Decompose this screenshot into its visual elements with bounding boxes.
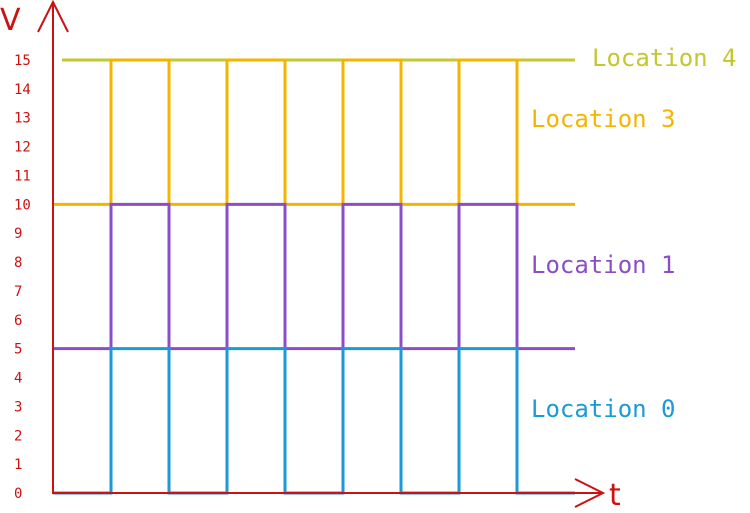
y-tick-label: 13 xyxy=(14,111,31,127)
label-location-3: Location 3 xyxy=(531,105,676,133)
y-tick-label: 11 xyxy=(14,168,31,184)
waveforms xyxy=(53,58,575,495)
label-location-0: Location 0 xyxy=(531,395,676,423)
y-tick-label: 0 xyxy=(14,486,22,502)
x-axis-label: t xyxy=(609,478,621,513)
y-tick-label: 2 xyxy=(14,428,22,444)
y-tick-label: 9 xyxy=(14,226,22,242)
y-axis-label: V xyxy=(0,3,21,38)
y-axis-arrow-icon xyxy=(37,0,69,33)
y-tick-label: 14 xyxy=(14,82,31,98)
y-tick-label: 12 xyxy=(14,140,31,156)
y-tick-label: 5 xyxy=(14,342,22,358)
label-location-1: Location 1 xyxy=(531,251,676,279)
y-tick-label: 10 xyxy=(14,197,31,213)
y-tick-label: 1 xyxy=(14,457,22,473)
y-tick-label: 6 xyxy=(14,313,22,329)
y-tick-label: 3 xyxy=(14,399,22,415)
x-axis-arrow-icon xyxy=(574,478,606,508)
y-tick-label: 15 xyxy=(14,53,31,69)
waveform-location-0 xyxy=(53,347,575,495)
y-tick-label: 8 xyxy=(14,255,22,271)
waveform-location-1 xyxy=(53,202,575,351)
label-location-4: Location 4 xyxy=(592,44,737,72)
waveform-location-3 xyxy=(53,58,575,206)
y-tick-label: 4 xyxy=(14,371,22,387)
y-tick-label: 7 xyxy=(14,284,22,300)
